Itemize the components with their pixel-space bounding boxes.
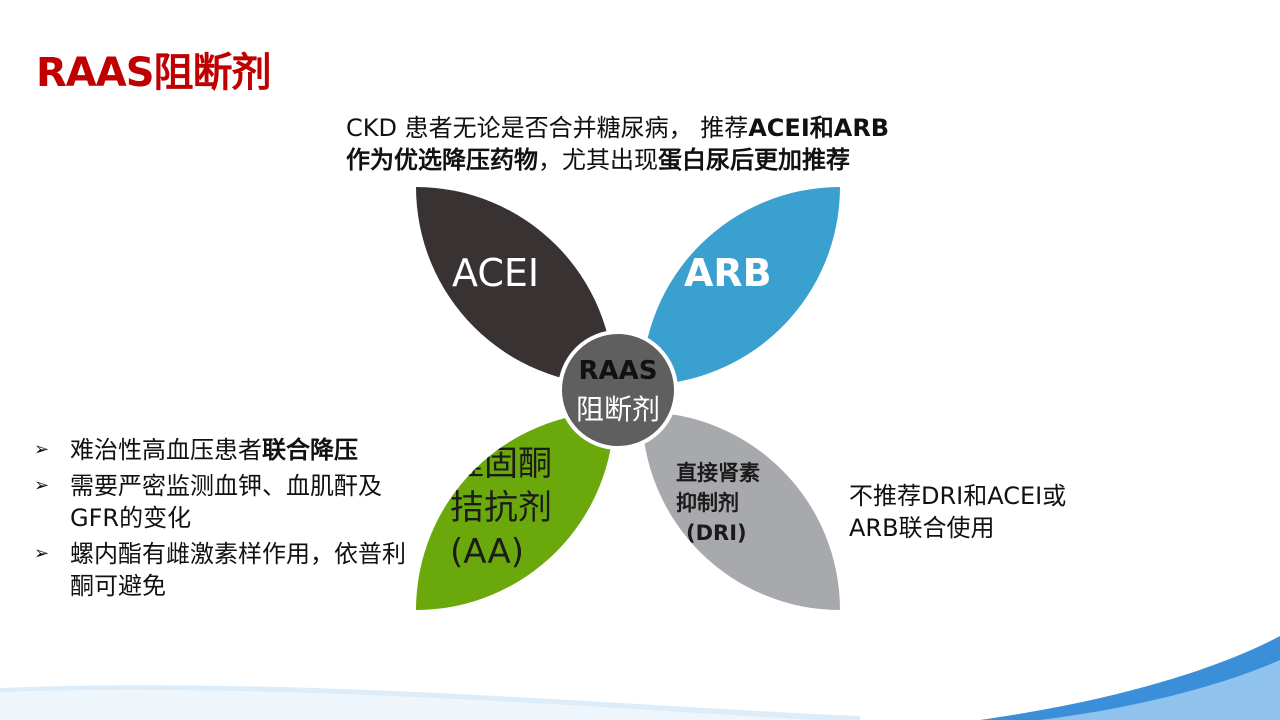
bullet-item-3: ➢ 螺内酯有雌激素样作用，依普利酮可避免 [34, 538, 424, 602]
bullet-item-1: ➢ 难治性高血压患者联合降压 [34, 434, 424, 466]
center-label-line-1: RAAS [578, 356, 658, 386]
intro-line-1: CKD 患者无论是否合并糖尿病， 推荐ACEI和ARB [346, 112, 986, 144]
bullet-list: ➢ 难治性高血压患者联合降压 ➢ 需要严密监测血钾、血肌酐及GFR的变化 ➢ 螺内酯有… [34, 434, 424, 606]
intro-line2-plain: ，尤其出现 [538, 146, 658, 174]
arrow-bullet-icon: ➢ [34, 543, 50, 564]
arb-label: ARB [684, 251, 772, 295]
aa-label: 醛固酮 拮抗剂 (AA) [450, 442, 600, 574]
center-label-line-2: 阻断剂 [575, 393, 660, 426]
side-note: 不推荐DRI和ACEI或 ARB联合使用 [849, 480, 1109, 544]
dri-petal: 直接肾素 抑制剂 (DRI) [642, 412, 840, 610]
slide-title: RAAS阻断剂 [36, 50, 272, 96]
bullet-3-text: 螺内酯有雌激素样作用，依普利酮可避免 [70, 540, 406, 600]
aa-label-line-3: (AA) [450, 532, 524, 572]
bullet-2-text: 需要严密监测血钾、血肌酐及GFR的变化 [70, 472, 382, 532]
center-circle: RAAS 阻断剂 [558, 330, 678, 450]
intro-line2-bold-a: 作为优选降压药物 [346, 146, 538, 174]
bullet-item-2: ➢ 需要严密监测血钾、血肌酐及GFR的变化 [34, 470, 424, 534]
bullet-1-plain: 难治性高血压患者 [70, 436, 262, 464]
arrow-bullet-icon: ➢ [34, 439, 50, 460]
intro-line1-plain: CKD 患者无论是否合并糖尿病， 推荐 [346, 114, 749, 142]
side-note-line-1: 不推荐DRI和ACEI或 [849, 482, 1067, 510]
aa-petal: 醛固酮 拮抗剂 (AA) [416, 412, 614, 610]
dri-label-line-3: (DRI) [686, 521, 747, 545]
dri-label-line-1: 直接肾素 [676, 461, 760, 485]
side-note-line-2: ARB联合使用 [849, 514, 995, 542]
aa-label-line-2: 拮抗剂 [450, 488, 552, 528]
arrow-bullet-icon: ➢ [34, 475, 50, 496]
dri-label: 直接肾素 抑制剂 (DRI) [676, 458, 826, 548]
intro-line1-bold: ACEI和ARB [748, 114, 890, 142]
dri-label-line-2: 抑制剂 [676, 491, 739, 515]
aa-label-line-1: 醛固酮 [450, 444, 552, 484]
intro-line2-bold-b: 蛋白尿后更加推荐 [658, 146, 850, 174]
acei-label: ACEI [452, 251, 540, 295]
intro-text: CKD 患者无论是否合并糖尿病， 推荐ACEI和ARB 作为优选降压药物，尤其出… [346, 112, 986, 176]
bullet-1-bold: 联合降压 [262, 436, 358, 464]
intro-line-2: 作为优选降压药物，尤其出现蛋白尿后更加推荐 [346, 144, 986, 176]
